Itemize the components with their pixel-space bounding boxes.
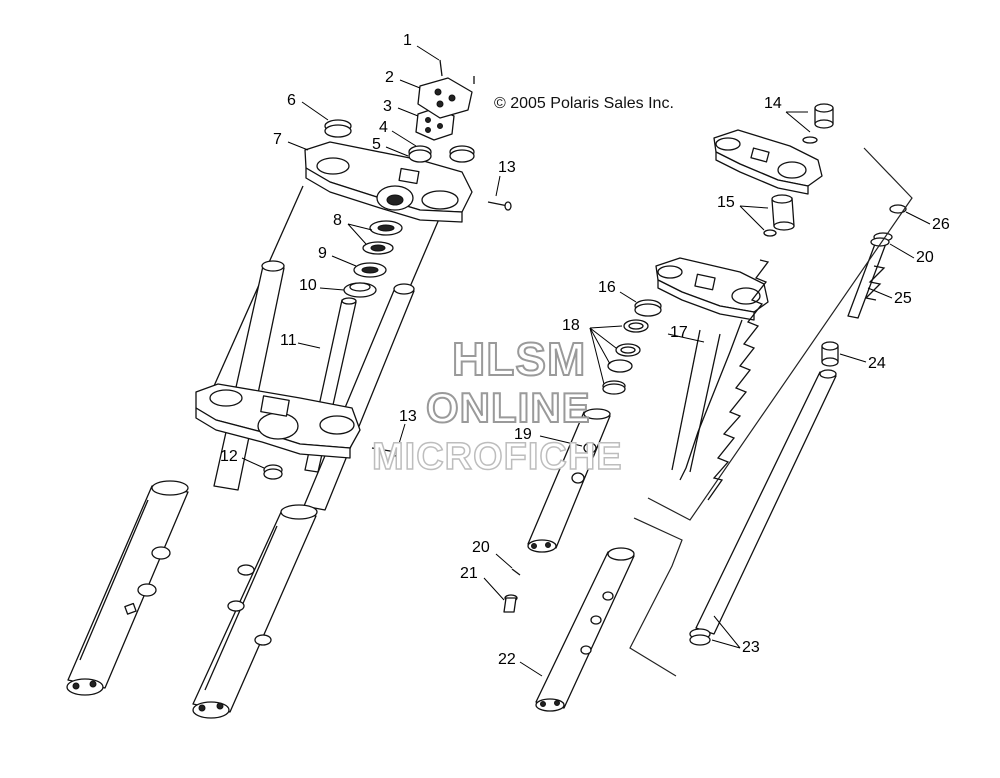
break-lines (629, 147, 913, 677)
callout-20-upper: 20 (916, 249, 934, 266)
callout-8: 8 (333, 212, 342, 229)
slider-19 (527, 408, 611, 553)
cap-15 (763, 194, 795, 237)
callout-21: 21 (460, 565, 478, 582)
watermark-line-2: ONLINE (425, 383, 591, 432)
callout-4: 4 (379, 119, 388, 136)
callout-14: 14 (764, 95, 782, 112)
watermark-line-3: MICROFICHE (371, 435, 623, 479)
callout-17: 17 (670, 324, 688, 341)
callout-13-upper: 13 (498, 159, 516, 176)
copyright-notice: © 2005 Polaris Sales Inc. (494, 95, 674, 112)
upper-clamp-detail (713, 129, 823, 195)
tube-23 (689, 369, 837, 646)
small-parts-20-21 (503, 568, 521, 613)
top-hardware (263, 59, 512, 480)
spring-17 (671, 259, 770, 501)
bushing-24 (821, 341, 839, 367)
callout-9: 9 (318, 245, 327, 262)
callout-6: 6 (287, 92, 296, 109)
callout-20-lower: 20 (472, 539, 490, 556)
stem-bearings (343, 220, 403, 298)
cap-14 (802, 103, 834, 144)
callout-26: 26 (932, 216, 950, 233)
callout-13-lower: 13 (399, 408, 417, 425)
callout-24: 24 (868, 355, 886, 372)
callout-19: 19 (514, 426, 532, 443)
fork-tube-right (192, 283, 415, 719)
callout-16: 16 (598, 279, 616, 296)
callout-7: 7 (273, 131, 282, 148)
callout-22: 22 (498, 651, 516, 668)
callout-1: 1 (403, 32, 412, 49)
left-leader-lines (241, 45, 501, 469)
lower-clamp-detail (655, 257, 769, 321)
right-fork-assembly (483, 103, 931, 712)
damper-rod-25 (847, 232, 893, 319)
callout-5: 5 (372, 136, 381, 153)
slider-22 (535, 547, 635, 712)
callout-15: 15 (717, 194, 735, 211)
upper-triple-clamp (304, 141, 473, 223)
fork-tube-left (66, 260, 285, 696)
callout-10: 10 (299, 277, 317, 294)
callout-3: 3 (383, 98, 392, 115)
callout-2: 2 (385, 69, 394, 86)
left-fork-assembly (66, 45, 512, 719)
right-leader-lines (483, 111, 931, 677)
watermark-line-1: HLSM (451, 332, 587, 386)
callout-11: 11 (280, 332, 297, 349)
callout-23: 23 (742, 639, 760, 656)
callout-12: 12 (220, 448, 238, 465)
seals-16-18 (602, 299, 662, 395)
callout-25: 25 (894, 290, 912, 307)
callout-18: 18 (562, 317, 580, 334)
lower-triple-clamp (195, 383, 361, 459)
ring-26 (889, 204, 907, 214)
